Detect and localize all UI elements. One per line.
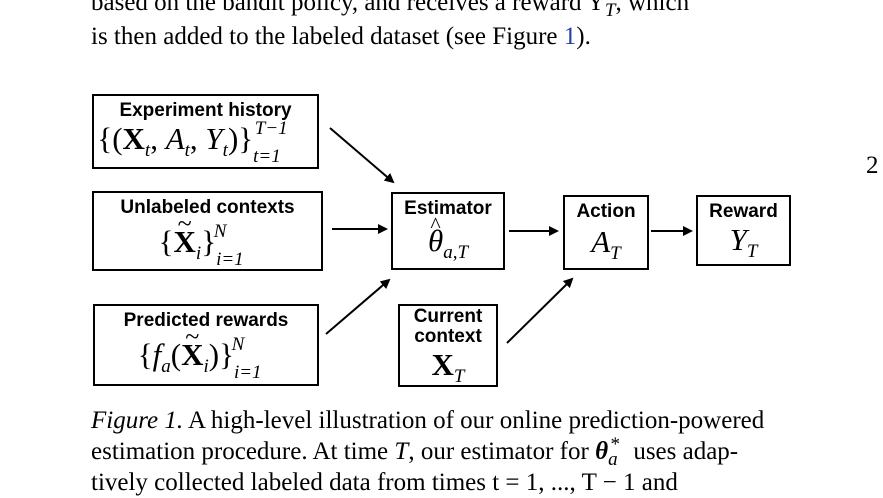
current-context-formula: XT — [431, 347, 465, 388]
intro-paragraph: based on the bandit policy, and receives… — [91, 0, 791, 54]
estimator-box: Estimator θa,T — [391, 192, 505, 270]
arrow-history-to-estimator — [329, 127, 395, 184]
action-formula: AT — [591, 224, 621, 265]
page-number: 2 — [866, 152, 879, 179]
predicted-rewards-label: Predicted rewards — [123, 310, 289, 331]
unlabeled-contexts-formula: {Xi}i=1N — [94, 206, 321, 269]
caption-figure-label: Figure 1. — [91, 407, 184, 434]
action-label: Action — [576, 201, 636, 222]
caption-line-2: estimation procedure. At time T, our est… — [91, 433, 739, 470]
arrow-context-to-action — [506, 277, 574, 344]
reward-label: Reward — [709, 201, 778, 222]
reward-box: Reward YT — [696, 195, 791, 266]
unlabeled-contexts-box: Unlabeled contexts {Xi}i=1N — [92, 191, 323, 271]
diagram-arrows — [325, 127, 693, 344]
experiment-history-label: Experiment history — [119, 100, 292, 121]
action-box: Action AT — [563, 195, 649, 270]
experiment-history-formula: {(Xt, At, Yt)}t=1T−1 — [97, 117, 288, 168]
experiment-history-box: Experiment history {(Xt, At, Yt)}t=1T−1 — [92, 94, 319, 169]
unlabeled-contexts-label: Unlabeled contexts — [120, 197, 295, 218]
arrow-predicted-to-estimator — [325, 278, 391, 335]
caption-line-3: tively collected labeled data from times… — [91, 469, 678, 496]
figure-caption: Figure 1. A high-level illustration of o… — [91, 405, 796, 498]
intro-line-2: is then added to the labeled dataset (se… — [91, 23, 591, 50]
predicted-rewards-box: Predicted rewards {fa(Xi)}i=1N — [93, 304, 319, 386]
predicted-rewards-formula: {fa(Xi)}i=1N — [95, 319, 317, 382]
reward-formula: YT — [729, 222, 758, 263]
estimator-formula: θa,T — [393, 207, 503, 262]
caption-line-1: Figure 1. A high-level illustration of o… — [91, 407, 765, 434]
figure-reference-link[interactable]: 1 — [563, 23, 577, 50]
estimator-label: Estimator — [404, 198, 492, 219]
intro-line-1: based on the bandit policy, and receives… — [91, 0, 690, 21]
